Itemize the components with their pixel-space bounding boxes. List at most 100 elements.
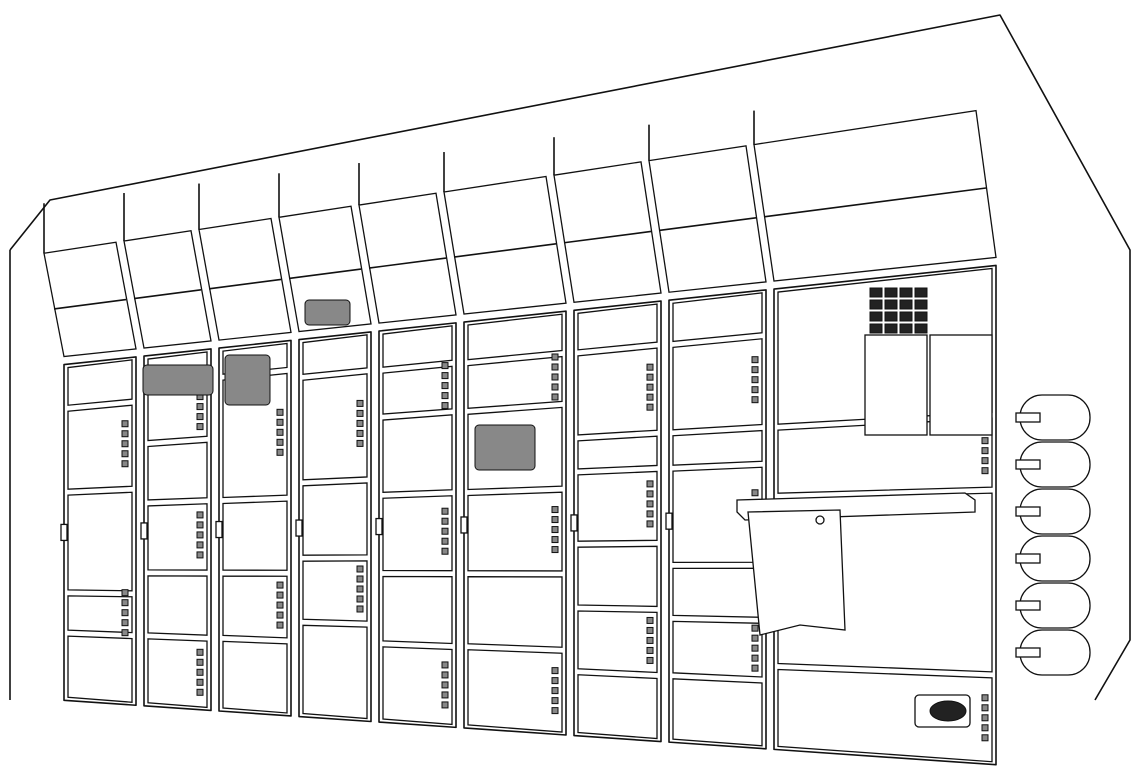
rack-panel — [147, 638, 208, 709]
overhead-panel — [553, 161, 662, 304]
overhead-divider — [563, 230, 652, 244]
indicator-light — [441, 691, 449, 699]
stowage-bag — [747, 509, 846, 636]
indicator-light — [751, 489, 759, 497]
grid-cell — [884, 323, 898, 334]
rack-column — [60, 356, 137, 707]
indicator-light — [196, 423, 204, 431]
indicator-light — [551, 687, 559, 695]
overhead-divider — [53, 298, 127, 310]
indicator-light — [551, 516, 559, 524]
rack-column — [295, 331, 372, 723]
rack-panel — [147, 441, 208, 501]
indicator-light — [551, 506, 559, 514]
rack-panel — [222, 575, 288, 639]
rack-column — [375, 322, 457, 729]
indicator-light — [551, 677, 559, 685]
rack-panel — [672, 429, 763, 466]
indicator-light — [196, 668, 204, 676]
indicator-light — [751, 644, 759, 652]
indicator-light — [356, 439, 364, 447]
cylinder-strap — [1015, 412, 1041, 423]
indicator-light — [356, 605, 364, 613]
indicator-light — [751, 396, 759, 404]
latch-handle — [60, 523, 68, 542]
indicator-light — [441, 372, 449, 380]
overhead-divider — [208, 278, 282, 290]
indicator-light — [441, 362, 449, 370]
rack-frame — [463, 310, 567, 736]
indicator-light — [646, 520, 654, 528]
latch-handle — [295, 519, 303, 537]
indicator-light — [646, 616, 654, 624]
overhead-panel — [443, 175, 567, 315]
indicator-light — [441, 527, 449, 535]
rack-frame — [668, 289, 767, 750]
rack-panel — [67, 404, 133, 490]
indicator-light — [356, 585, 364, 593]
indicator-light — [646, 383, 654, 391]
indicator-light — [646, 490, 654, 498]
indicator-light — [276, 428, 284, 436]
grid-cell — [899, 299, 913, 310]
grid-cell — [884, 299, 898, 310]
cylinder-strap — [1015, 506, 1041, 517]
indicator-light — [551, 667, 559, 675]
rack-panel — [672, 567, 763, 618]
rack-panel — [382, 325, 453, 368]
indicator-light — [551, 383, 559, 391]
rack-panel — [672, 338, 763, 431]
grid-cell — [914, 287, 928, 298]
grid-cell — [899, 287, 913, 298]
indicator-light — [121, 460, 129, 468]
grid-cell — [899, 323, 913, 334]
rack-frame — [378, 322, 457, 729]
rack-panel — [302, 373, 368, 481]
indicator-light — [551, 536, 559, 544]
rack-panel — [382, 495, 453, 572]
rack-panel — [672, 292, 763, 343]
rack-panel — [577, 347, 658, 436]
indicator-light — [981, 437, 989, 445]
indicator-light — [981, 447, 989, 455]
rack-panel — [382, 575, 453, 645]
floor-vent-icon — [914, 694, 971, 728]
indicator-light — [441, 681, 449, 689]
cylinder-strap — [1015, 600, 1041, 611]
indicator-light — [981, 694, 989, 702]
control-display — [304, 299, 351, 326]
indicator-light — [356, 429, 364, 437]
overhead-panel — [43, 241, 137, 358]
rack-panel — [302, 482, 368, 556]
rack-panel — [577, 674, 658, 740]
indicator-light — [551, 707, 559, 715]
indicator-light — [551, 363, 559, 371]
indicator-light — [751, 376, 759, 384]
rack-frame — [573, 300, 662, 743]
overhead-divider — [288, 268, 362, 280]
indicator-light — [646, 373, 654, 381]
overhead-divider — [763, 187, 987, 218]
rack-panel — [222, 640, 288, 714]
grid-cell — [884, 287, 898, 298]
indicator-light — [441, 392, 449, 400]
overhead-panel — [358, 192, 457, 324]
rack-panel — [302, 624, 368, 720]
grid-cell — [869, 323, 883, 334]
indicator-light — [551, 526, 559, 534]
control-display — [142, 364, 214, 396]
cylinder-strap — [1015, 553, 1041, 564]
grid-cell — [899, 311, 913, 322]
indicator-light — [196, 413, 204, 421]
indicator-light — [356, 409, 364, 417]
indicator-light — [646, 626, 654, 634]
indicator-light — [751, 624, 759, 632]
rack-frame — [63, 356, 137, 707]
indicator-light — [751, 664, 759, 672]
rack-panel — [147, 503, 208, 571]
indicator-light — [196, 531, 204, 539]
rack-panel — [577, 470, 658, 542]
rack-frame — [143, 348, 212, 712]
indicator-light — [551, 697, 559, 705]
